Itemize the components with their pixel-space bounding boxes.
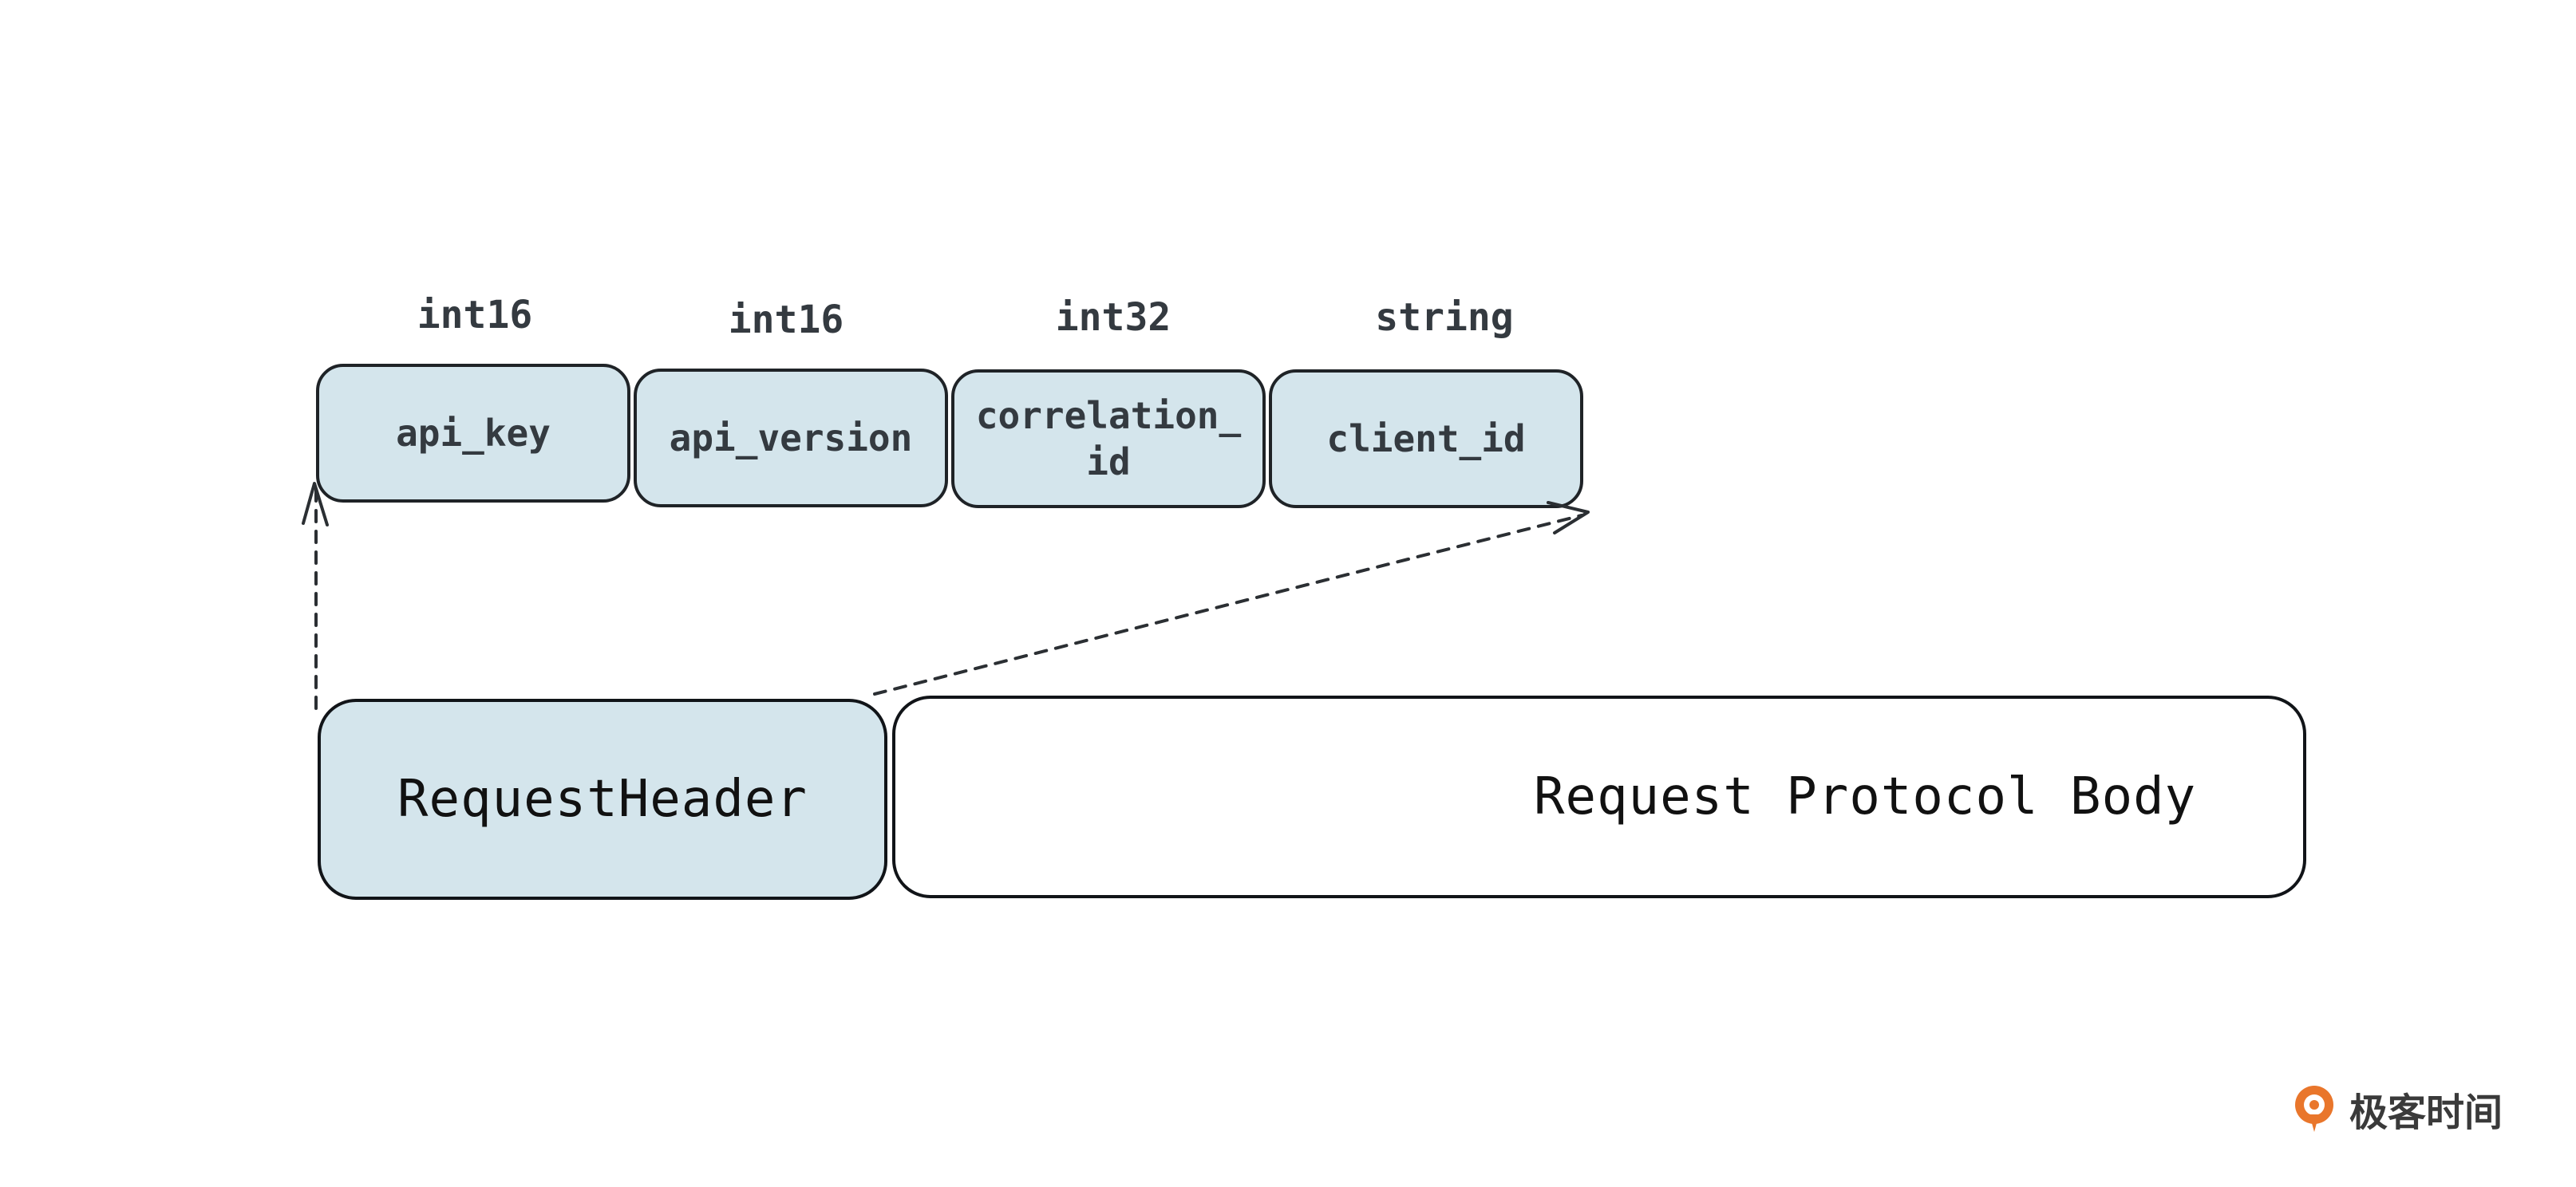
field-api-version: api_version [634, 369, 948, 507]
watermark-text: 极客时间 [2349, 1090, 2503, 1135]
request-body-label: Request Protocol Body [1534, 767, 2197, 826]
watermark-logo: 极客时间 [2290, 1081, 2503, 1137]
field-client-id: client_id [1269, 369, 1583, 508]
field-api-key: api_key [316, 364, 630, 503]
arrow-to-client-id [873, 514, 1583, 696]
type-label-api-version: int16 [728, 298, 844, 342]
request-header-label: RequestHeader [397, 770, 808, 829]
geektime-logo-icon [2295, 1086, 2333, 1132]
field-correlation-id: correlation_ id [951, 369, 1266, 508]
request-body-box: Request Protocol Body [892, 696, 2306, 898]
type-label-client-id: string [1375, 295, 1514, 340]
request-header-box: RequestHeader [318, 699, 887, 900]
type-label-correlation-id: int32 [1055, 295, 1171, 340]
type-label-api-key: int16 [417, 293, 533, 337]
